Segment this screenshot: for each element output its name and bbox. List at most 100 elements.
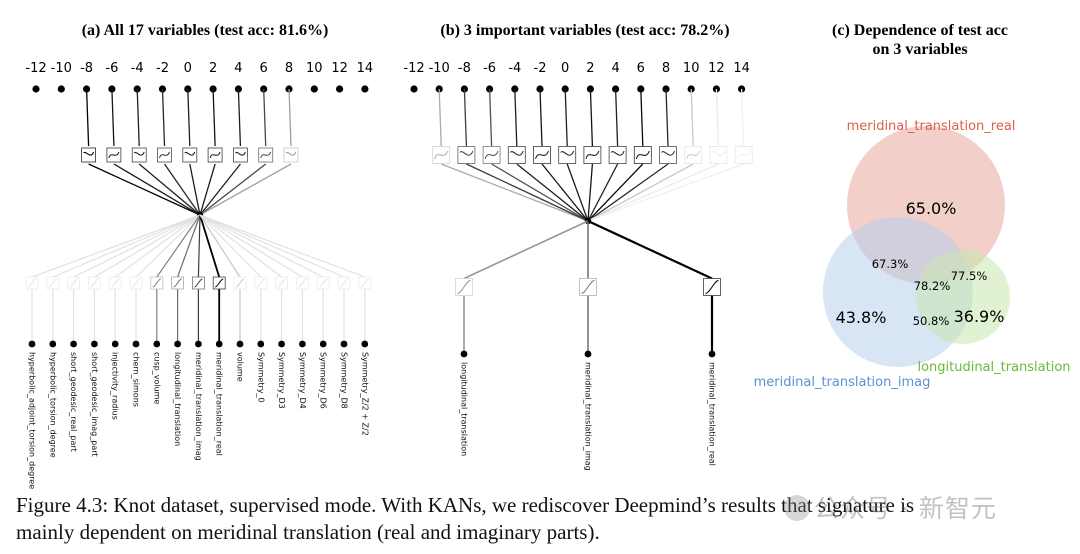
panel-b-activation-curve (661, 150, 675, 156)
venn-value-long: 36.9% (954, 307, 1005, 326)
panel-a-input-edge-upper (52, 214, 201, 278)
panel-b-activation-curve (509, 150, 524, 156)
panel-a-edge-upper (212, 88, 216, 147)
panel-b-tick-label: -12 (403, 61, 424, 76)
panel-b-edge-lower (587, 163, 594, 222)
panel-a-output-node (184, 85, 192, 93)
panel-a-input-label: cusp_volume (152, 352, 161, 404)
panel-a-input-edge-upper (199, 214, 324, 278)
panel-a-tick-label: 2 (209, 61, 217, 76)
panel-a-input-label: Symmetry_0 (256, 352, 265, 403)
panel-b-edge-lower (587, 163, 669, 222)
panel-b-tick-label: 8 (662, 61, 670, 76)
panel-a-activation-curve (83, 151, 95, 156)
panel-c-title-line2: on 3 variables (872, 41, 968, 58)
panel-a-input-activation-curve (131, 278, 141, 288)
panel-a-tick-label: -10 (51, 61, 72, 76)
panel-a-input-label: meridinal_translation_imag (194, 352, 203, 461)
panel-b-tick-label: 14 (733, 61, 750, 76)
panel-a-input-label: volume (236, 352, 245, 382)
panel-a-input-activation-curve (256, 278, 265, 288)
panel-a-tick-label: 4 (234, 61, 242, 76)
panel-a-input-edge-upper (199, 214, 366, 278)
panel-a-activation-curve (260, 151, 272, 159)
panel-b-edge-lower (587, 163, 694, 222)
panel-b-edge-upper (463, 88, 468, 147)
panel-b-edge-upper (514, 88, 518, 147)
panel-b-activation-curve (459, 150, 474, 156)
panel-a-input-label: Symmetry_D3 (277, 352, 286, 409)
panel-a-tick-label: -12 (25, 61, 46, 76)
panel-a-input-edge-upper (135, 214, 201, 278)
panel-a-input-edge-upper (199, 214, 262, 278)
panel-a-input-activation-curve (48, 278, 57, 288)
venn-circle-long (916, 250, 1010, 344)
panel-b-edge-lower (587, 163, 719, 222)
panel-a-edge-lower (199, 163, 267, 216)
venn-value-real-long: 77.5% (951, 269, 988, 283)
panel-b-tick-label: -2 (534, 61, 547, 76)
panel-b-edge-lower (491, 163, 589, 222)
panel-a-edge-lower (113, 163, 201, 216)
panel-a-input-label: hyperbolic_adjoint_torsion_degree (28, 352, 37, 489)
panel-b-tick-label: 6 (637, 61, 645, 76)
panel-a-input-node (111, 340, 119, 348)
panel-a-input-activation-curve (194, 278, 203, 288)
panel-a-input-edge-upper (73, 214, 201, 278)
panel-a-input-edge-upper (199, 214, 241, 278)
panel-a-input-label: short_geodesic_imag_part (90, 352, 99, 457)
panel-b-input-node (584, 350, 592, 358)
panel-a-input-node (195, 340, 202, 348)
panel-a-activation-curve (285, 151, 297, 156)
panel-b-tick-label: -8 (458, 61, 471, 76)
panel-a-input-label: meridinal_translation_real (215, 352, 224, 456)
panel-a-input-edge-upper (199, 214, 282, 278)
panel-a-input-node (319, 340, 327, 348)
panel-a-edge-lower (163, 163, 201, 216)
panel-b-activation-curve (484, 150, 499, 160)
panel-b-edge-lower (566, 163, 589, 222)
panel-a-input-activation-curve (215, 278, 224, 288)
panel-a-edge-upper (161, 88, 166, 147)
panel-b-activation-curve (610, 150, 625, 156)
panel-a-input-label: short_geodesic_real_part (69, 352, 78, 452)
panel-a-edge-lower (199, 163, 241, 216)
panel-b-activation-box (659, 146, 677, 164)
panel-a-input-node (278, 340, 285, 348)
panel-b-input-label: longitudinal_translation (460, 362, 469, 456)
panel-a-input-activation-curve (319, 278, 328, 288)
panel-a-edge-lower (189, 163, 201, 216)
panel-b-edge-upper (438, 88, 442, 147)
panel-b-activation-curve (686, 150, 701, 160)
panel-b-activation-curve (434, 150, 449, 160)
panel-a-input-edge-upper (177, 214, 201, 278)
panel-a-input-edge-upper (114, 214, 201, 278)
panel-a-tick-label: 0 (184, 61, 192, 76)
panel-a-input-label: chern_simons (132, 352, 141, 407)
panel-a-activation-curve (108, 151, 120, 159)
panel-a-input-node (340, 340, 348, 348)
panel-a-edge-lower (138, 163, 201, 216)
panel-a-input-node (257, 340, 265, 348)
panel-a-input-activation-curve (111, 278, 120, 288)
panel-a-input-activation-curve (298, 278, 307, 288)
panel-b-input-activation-curve (581, 280, 595, 294)
panel-a-output-node (310, 85, 318, 93)
panel-a-tick-label: -6 (105, 61, 118, 76)
caption-line-2: mainly dependent on meridinal translatio… (16, 520, 600, 544)
panel-b-edge-upper (614, 88, 619, 147)
venn-label-imag: meridinal_translation_imag (754, 375, 931, 390)
watermark-text: 公众号 · 新智元 (814, 494, 997, 523)
panel-a-input-activation-curve (277, 278, 286, 288)
panel-b-activation-curve (635, 150, 650, 160)
panel-a-edge-lower (199, 163, 292, 216)
panel-a-input-activation-curve (235, 278, 245, 288)
panel-b-edge-upper (740, 88, 745, 147)
panel-a-input-node (236, 340, 244, 348)
panel-b-title: (b) 3 important variables (test acc: 78.… (440, 22, 730, 39)
venn-value-all: 78.2% (914, 279, 951, 293)
panel-a-tick-label: -4 (131, 61, 144, 76)
panel-b-edge-lower (466, 163, 589, 222)
panel-a-input-edge-upper (31, 214, 201, 278)
panel-a-input-label: hyperbolic_torsion_degree (48, 352, 57, 458)
